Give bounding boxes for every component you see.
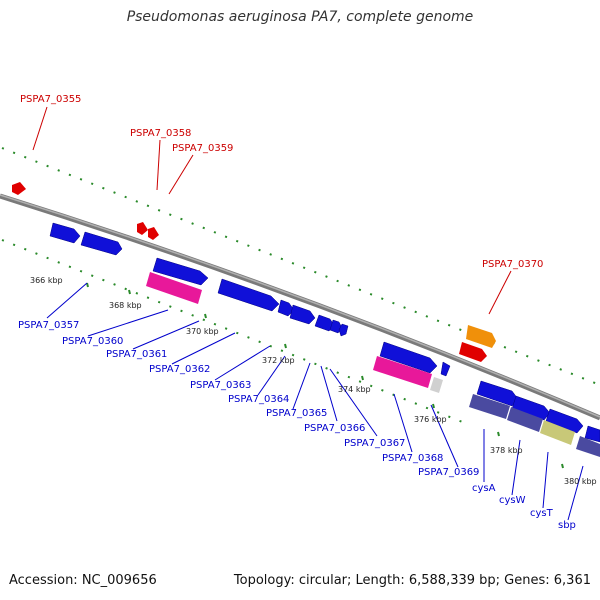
gene-arrow[interactable] xyxy=(338,323,349,337)
outer-label-leaders xyxy=(32,106,512,315)
feature-magenta-1[interactable] xyxy=(146,272,202,304)
label-pspa7-0355[interactable]: PSPA7_0355 xyxy=(20,94,81,105)
gene-arrow[interactable] xyxy=(217,278,280,312)
label-sbp[interactable]: sbp xyxy=(558,520,576,531)
tick-label: 372 kbp xyxy=(262,356,295,365)
genome-title: Pseudomonas aeruginosa PA7, complete gen… xyxy=(126,9,474,25)
leader-pspa7-0365 xyxy=(292,362,311,410)
tick-label: 366 kbp xyxy=(30,276,63,285)
feature-purple-3[interactable] xyxy=(576,436,600,457)
label-pspa7-0369[interactable]: PSPA7_0369 xyxy=(418,467,479,478)
feature-grey[interactable] xyxy=(430,377,443,393)
leader-cyst xyxy=(542,451,549,509)
feature-pspa7-0370-a[interactable] xyxy=(466,325,496,348)
leader-pspa7-0368 xyxy=(393,393,413,453)
feature-magenta-2[interactable] xyxy=(373,356,432,388)
label-pspa7-0359[interactable]: PSPA7_0359 xyxy=(172,143,233,154)
leader-pspa7-0367 xyxy=(329,368,378,437)
accession-text: Accession: NC_009656 xyxy=(9,573,157,588)
feature-pspa7-0359[interactable] xyxy=(148,227,159,240)
tick-label: 378 kbp xyxy=(490,446,523,455)
leader-pspa7-0370 xyxy=(488,270,512,315)
genome-summary-text: Topology: circular; Length: 6,588,339 bp… xyxy=(233,573,591,588)
label-pspa7-0364[interactable]: PSPA7_0364 xyxy=(228,394,289,405)
inner-label-leaders xyxy=(46,282,584,521)
genome-backbone xyxy=(0,193,600,421)
major-tick xyxy=(561,463,564,469)
leader-pspa7-0369 xyxy=(430,404,459,468)
gene-arrow[interactable] xyxy=(80,231,123,256)
inner-labels: PSPA7_0357 PSPA7_0360 PSPA7_0361 PSPA7_0… xyxy=(18,320,576,531)
feature-khaki[interactable] xyxy=(540,420,575,445)
label-pspa7-0358[interactable]: PSPA7_0358 xyxy=(130,128,191,139)
label-pspa7-0365[interactable]: PSPA7_0365 xyxy=(266,408,327,419)
major-tick xyxy=(497,431,500,437)
leader-cysw xyxy=(511,439,521,496)
leader-sbp xyxy=(567,465,584,521)
label-pspa7-0361[interactable]: PSPA7_0361 xyxy=(106,349,167,360)
major-tick xyxy=(361,375,364,381)
label-pspa7-0362[interactable]: PSPA7_0362 xyxy=(149,364,210,375)
gene-arrow[interactable] xyxy=(584,425,600,443)
major-tick xyxy=(432,403,435,409)
label-cysa[interactable]: cysA xyxy=(472,483,496,494)
leader-pspa7-0357 xyxy=(46,282,88,319)
leader-pspa7-0358 xyxy=(156,139,161,191)
tick-label: 376 kbp xyxy=(414,415,447,424)
label-pspa7-0366[interactable]: PSPA7_0366 xyxy=(304,423,365,434)
genome-backbone-highlight xyxy=(0,194,600,418)
tick-label: 380 kbp xyxy=(564,477,597,486)
strand-genes xyxy=(49,222,600,443)
label-pspa7-0368[interactable]: PSPA7_0368 xyxy=(382,453,443,464)
tick-labels: 366 kbp 368 kbp 370 kbp 372 kbp 374 kbp … xyxy=(30,276,597,486)
label-pspa7-0367[interactable]: PSPA7_0367 xyxy=(344,438,405,449)
gene-arrow[interactable] xyxy=(49,222,81,244)
major-ticks xyxy=(86,282,564,469)
label-pspa7-0357[interactable]: PSPA7_0357 xyxy=(18,320,79,331)
leader-pspa7-0361 xyxy=(132,320,200,350)
leader-pspa7-0366 xyxy=(320,365,338,422)
leader-pspa7-0359 xyxy=(168,154,194,195)
major-tick xyxy=(204,313,207,319)
feature-purple-2[interactable] xyxy=(507,407,543,432)
major-tick xyxy=(284,343,287,349)
label-pspa7-0370[interactable]: PSPA7_0370 xyxy=(482,259,543,270)
feature-pspa7-0358[interactable] xyxy=(137,222,148,235)
major-tick xyxy=(128,289,131,295)
tick-label: 370 kbp xyxy=(186,327,219,336)
feature-pspa7-0355[interactable] xyxy=(12,182,26,195)
major-tick xyxy=(86,282,89,288)
gene-arrow[interactable] xyxy=(511,395,551,421)
label-cysw[interactable]: cysW xyxy=(499,495,526,506)
gene-arrow[interactable] xyxy=(545,408,584,434)
leader-pspa7-0363 xyxy=(214,345,271,381)
feature-purple-1[interactable] xyxy=(469,394,510,419)
gene-arrow[interactable] xyxy=(440,361,451,377)
leader-pspa7-0355 xyxy=(32,106,48,151)
label-cyst[interactable]: cysT xyxy=(530,508,554,519)
gene-arrow[interactable] xyxy=(152,257,209,286)
tick-label: 374 kbp xyxy=(338,385,371,394)
leader-pspa7-0362 xyxy=(171,332,236,365)
label-pspa7-0363[interactable]: PSPA7_0363 xyxy=(190,380,251,391)
leader-pspa7-0360 xyxy=(87,309,169,337)
label-pspa7-0360[interactable]: PSPA7_0360 xyxy=(62,336,123,347)
gene-arrow[interactable] xyxy=(379,341,438,374)
leader-pspa7-0364 xyxy=(257,355,286,396)
feature-pspa7-0370-b[interactable] xyxy=(459,342,487,362)
tick-label: 368 kbp xyxy=(109,301,142,310)
gene-arrow[interactable] xyxy=(289,304,316,325)
outer-labels: PSPA7_0355 PSPA7_0358 PSPA7_0359 PSPA7_0… xyxy=(20,94,543,270)
